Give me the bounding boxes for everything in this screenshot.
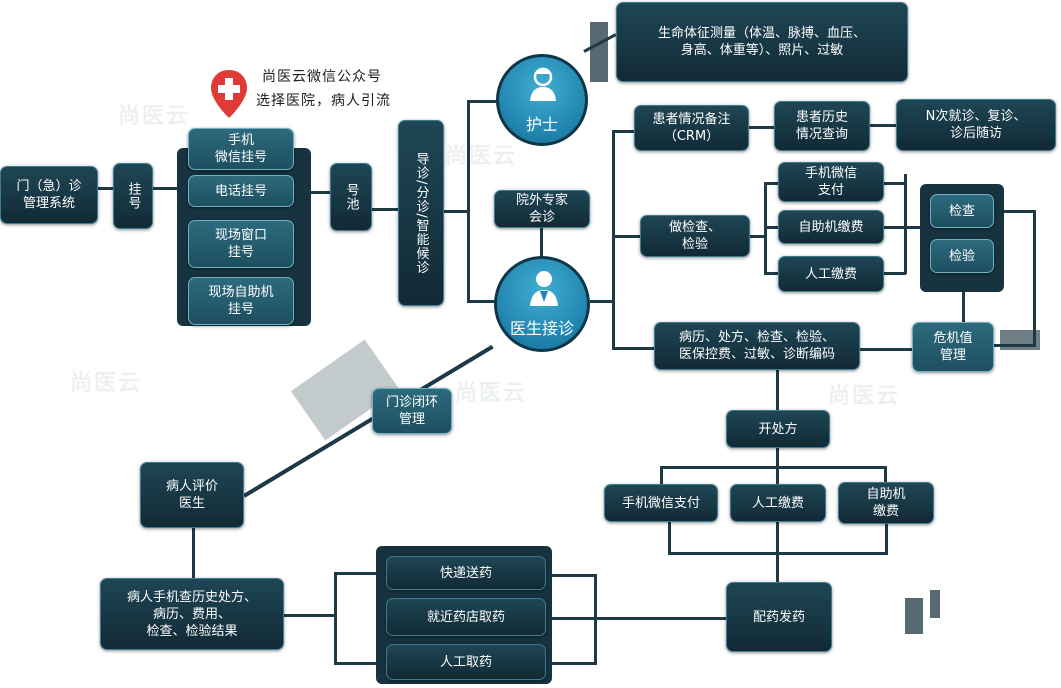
connector-line: [858, 348, 914, 351]
pay-manual-2-node[interactable]: 人工缴费: [730, 484, 826, 522]
connector-line: [612, 235, 642, 238]
number-pool-node[interactable]: 号池: [330, 163, 372, 231]
shadow-patch: [930, 590, 940, 618]
closed-loop-node[interactable]: 门诊闭环 管理: [372, 388, 452, 434]
patient-notes-node[interactable]: 患者情况备注 （CRM）: [634, 105, 749, 151]
lab-node[interactable]: 检验: [930, 239, 994, 273]
connector-line: [885, 520, 888, 555]
doctor-node[interactable]: 医生接诊: [494, 256, 590, 352]
outpatient-system-node[interactable]: 门（急）诊 管理系统: [0, 166, 98, 224]
connector-line: [764, 272, 780, 275]
pay-kiosk-2-node[interactable]: 自助机 缴费: [838, 482, 934, 524]
dispense-node[interactable]: 配药发药: [726, 582, 832, 652]
connector-line: [284, 614, 336, 617]
connector-line: [152, 187, 180, 190]
connector-line: [612, 130, 636, 133]
connector-line: [612, 347, 656, 350]
connector-line: [443, 210, 468, 213]
connector-line: [467, 100, 470, 303]
check-node[interactable]: 检查: [930, 194, 994, 228]
connector-line: [546, 662, 596, 665]
connector-line: [540, 227, 543, 259]
reg-kiosk-node[interactable]: 现场自助机 挂号: [188, 277, 294, 325]
connector-line: [660, 466, 663, 486]
connector-line: [1033, 210, 1036, 346]
shadow-patch: [590, 22, 608, 82]
map-pin-cross-icon: [208, 68, 250, 120]
vitals-node[interactable]: 生命体征测量（体温、脉搏、血压、 身高、体重等）、照片、过敏: [616, 2, 908, 82]
pay-wechat-2-node[interactable]: 手机微信支付: [604, 484, 718, 522]
pay-manual-1-node[interactable]: 人工缴费: [778, 256, 884, 292]
connector-line: [776, 520, 779, 582]
watermark: 尚医云: [118, 104, 191, 129]
connector-line: [882, 226, 922, 229]
connector-line: [992, 344, 1036, 347]
promo-line-2: 选择医院，病人引流: [256, 93, 391, 109]
prescribe-node[interactable]: 开处方: [726, 410, 830, 448]
nearby-pharmacy-node[interactable]: 就近药店取药: [386, 598, 546, 636]
shadow-patch: [905, 598, 923, 634]
connector-line: [962, 290, 965, 324]
connector-line: [668, 522, 671, 554]
nurse-node[interactable]: 护士: [496, 54, 588, 146]
nurse-label: 护士: [525, 115, 558, 134]
pay-wechat-1-node[interactable]: 手机微信 支付: [778, 162, 884, 202]
connector-line: [334, 662, 384, 665]
express-delivery-node[interactable]: 快递送药: [386, 556, 546, 590]
records-node[interactable]: 病历、处方、检查、检验、 医保控费、过敏、诊断编码: [654, 322, 860, 370]
nurse-avatar-icon: [528, 66, 558, 102]
connector-line: [748, 235, 766, 238]
connector-line: [764, 226, 780, 229]
connector-line: [467, 300, 497, 303]
connector-line: [882, 272, 906, 275]
registration-node[interactable]: 挂号: [113, 163, 153, 229]
reg-phone-node[interactable]: 电话挂号: [188, 175, 294, 207]
patient-lookup-node[interactable]: 病人手机查历史处方、 病历、费用、 检查、检验结果: [100, 578, 284, 650]
connector-line: [904, 174, 907, 274]
connector-line: [594, 574, 597, 665]
critical-value-node[interactable]: 危机值 管理: [912, 322, 994, 372]
reg-window-node[interactable]: 现场窗口 挂号: [188, 220, 294, 268]
connector-line: [612, 130, 615, 350]
external-consult-node[interactable]: 院外专家 会诊: [494, 190, 590, 228]
connector-line: [764, 182, 780, 185]
watermark: 尚医云: [70, 371, 143, 396]
patient-history-node[interactable]: 患者历史 情况查询: [774, 101, 870, 151]
manual-pickup-node[interactable]: 人工取药: [386, 644, 546, 680]
connector-line: [868, 124, 898, 127]
connector-line: [467, 100, 497, 103]
connector-line: [546, 574, 596, 577]
connector-line: [334, 572, 384, 575]
connector-line: [748, 126, 776, 129]
patient-review-node[interactable]: 病人评价 医生: [140, 462, 244, 528]
pay-kiosk-1-node[interactable]: 自助机缴费: [778, 210, 884, 244]
connector-line: [590, 300, 614, 303]
watermark: 尚医云: [455, 381, 528, 406]
connector-line: [1003, 210, 1035, 213]
connector-line: [296, 191, 330, 194]
connector-line: [882, 182, 906, 185]
connector-line: [546, 617, 728, 620]
connector-line: [97, 187, 114, 190]
watermark: 尚医云: [445, 144, 518, 169]
connector-line: [776, 370, 779, 410]
reg-wechat-node[interactable]: 手机 微信挂号: [188, 128, 294, 170]
doctor-label: 医生接诊: [509, 319, 574, 338]
connector-line: [334, 572, 337, 664]
connector-line: [884, 466, 887, 486]
triage-node[interactable]: 导诊/分诊/智能候诊: [398, 120, 444, 306]
connector-line: [371, 208, 398, 211]
promo-line-1: 尚医云微信公众号: [262, 69, 382, 85]
connector-line: [660, 466, 886, 469]
doctor-avatar-icon: [528, 269, 560, 307]
connector-line: [192, 528, 195, 580]
exam-test-node[interactable]: 做检查、 检验: [640, 215, 750, 257]
followup-node[interactable]: N次就诊、复诊、 诊后随访: [896, 99, 1056, 151]
watermark: 尚医云: [828, 384, 901, 409]
